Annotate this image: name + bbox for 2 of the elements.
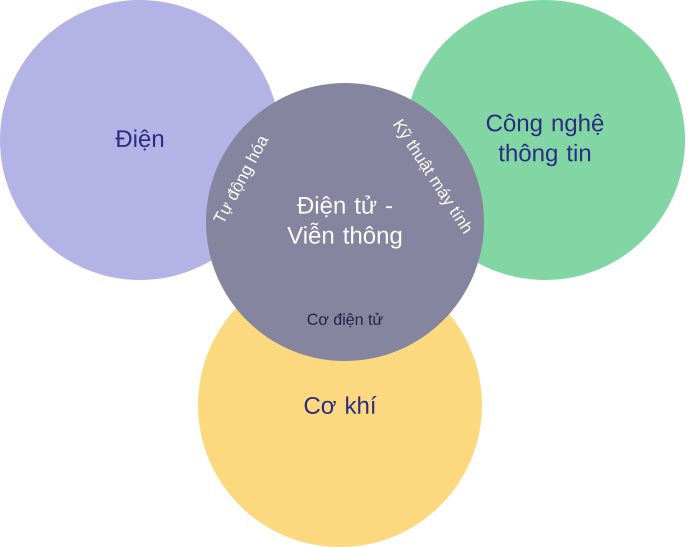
overlap-label: Cơ điện tử: [308, 312, 383, 328]
overlap-label: Tự động hóa: [212, 137, 269, 222]
